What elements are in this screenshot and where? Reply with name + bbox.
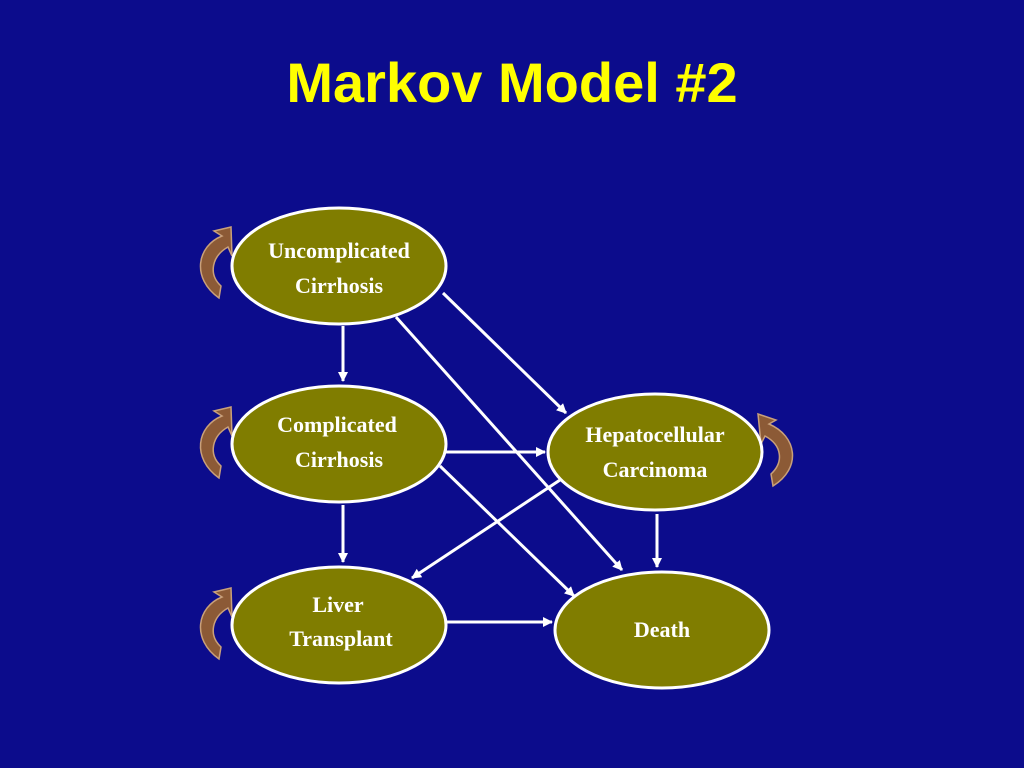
node-death-label: Death <box>634 617 690 642</box>
node-hcc-line1: Hepatocellular <box>585 422 725 447</box>
edge-complicated-to-death <box>438 464 576 598</box>
node-uncomplicated-line2: Cirrhosis <box>295 273 383 298</box>
node-liver-transplant: Liver Transplant <box>230 565 448 685</box>
edge-uncomplicated-to-death <box>394 316 624 571</box>
node-complicated-line1: Complicated <box>277 412 397 437</box>
node-transplant-line1: Liver <box>312 592 364 617</box>
self-loop-transplant <box>199 587 233 661</box>
self-loop-hcc <box>757 412 794 488</box>
edge-uncomplicated-to-hcc <box>441 291 568 415</box>
edge-hcc-to-transplant <box>411 478 561 580</box>
self-loop-uncomplicated <box>199 226 233 300</box>
node-complicated-line2: Cirrhosis <box>295 447 383 472</box>
node-uncomplicated-line1: Uncomplicated <box>268 238 410 263</box>
slide-title: Markov Model #2 <box>286 51 738 114</box>
edges <box>338 291 662 627</box>
node-complicated-cirrhosis: Complicated Cirrhosis <box>230 384 448 504</box>
node-death: Death <box>553 570 771 690</box>
node-hcc-line2: Carcinoma <box>603 457 708 482</box>
node-uncomplicated-cirrhosis: Uncomplicated Cirrhosis <box>230 206 448 326</box>
self-loop-complicated <box>199 406 233 480</box>
node-hepatocellular-carcinoma: Hepatocellular Carcinoma <box>546 392 764 512</box>
node-transplant-line2: Transplant <box>289 626 393 651</box>
